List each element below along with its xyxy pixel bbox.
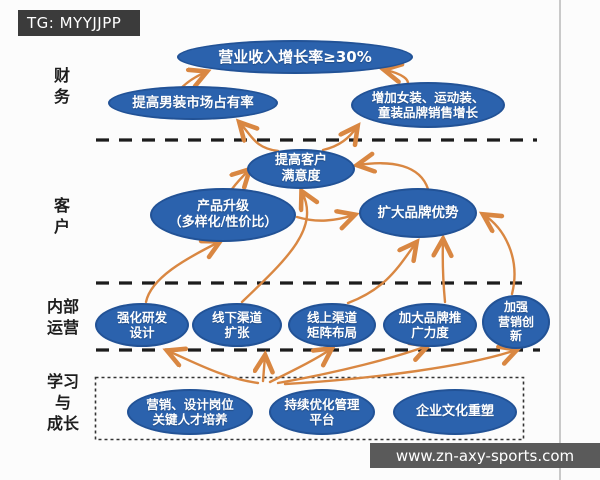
- node-talent-training: 营销、设计岗位 关键人才培养: [127, 389, 253, 435]
- perspective-label-internal-operations: 内部 运营: [46, 297, 79, 337]
- arrow-learning-to-rd: [168, 351, 260, 385]
- node-womenswear-growth: 增加女装、运动装、 童装品牌销售增长: [351, 82, 505, 128]
- site-watermark: www.zn-axy-sports.com: [370, 443, 600, 468]
- node-brand-advantage: 扩大品牌优势: [359, 188, 477, 238]
- arrow-learning-to-promotion: [276, 346, 427, 385]
- arrow-learning-to-offline: [263, 356, 265, 383]
- node-online-channel: 线上渠道 矩阵布局: [288, 303, 376, 347]
- arrow-innovation-to-brand: [484, 215, 516, 296]
- arrow-brand-to-satisfaction: [358, 163, 430, 191]
- node-brand-promotion: 加大品牌推 广力度: [383, 303, 477, 347]
- perspective-label-finance: 财 务: [53, 66, 70, 106]
- node-culture-reshaping: 企业文化重塑: [393, 389, 517, 435]
- learning-growth-frame: [94, 376, 525, 441]
- arrow-product-to-satisfaction: [232, 170, 249, 191]
- arrow-rd-to-product: [144, 242, 219, 304]
- node-product-upgrade: 产品升级 （多样化/性价比）: [150, 188, 296, 242]
- arrow-product-to-brand: [295, 215, 354, 221]
- node-marketing-innovation: 加强 营销创 新: [482, 295, 550, 349]
- arrow-learning-to-innovation: [283, 350, 516, 386]
- node-customer-satisfaction: 提高客户 满意度: [247, 149, 355, 189]
- node-offline-channel: 线下渠道 扩张: [192, 303, 282, 347]
- tg-watermark-badge: TG: MYYJJPP: [18, 10, 140, 36]
- node-rd-design: 强化研发 设计: [95, 303, 189, 347]
- arrow-satisfaction-to-menswear: [240, 123, 280, 153]
- perspective-label-learning-growth: 学习 与 成长: [46, 372, 79, 433]
- arrow-online-to-brand: [346, 243, 416, 305]
- perspective-label-customer: 客 户: [53, 196, 70, 236]
- node-revenue-growth: 营业收入增长率≥30%: [177, 40, 413, 74]
- arrow-satisfaction-to-womenswear: [321, 127, 357, 152]
- arrow-learning-to-online: [268, 349, 331, 384]
- arrow-promotion-to-brand: [443, 240, 445, 304]
- node-management-platform: 持续优化管理 平台: [269, 389, 375, 435]
- arrow-offline-to-satisfaction: [240, 192, 307, 304]
- node-menswear-share: 提高男装市场占有率: [108, 86, 278, 120]
